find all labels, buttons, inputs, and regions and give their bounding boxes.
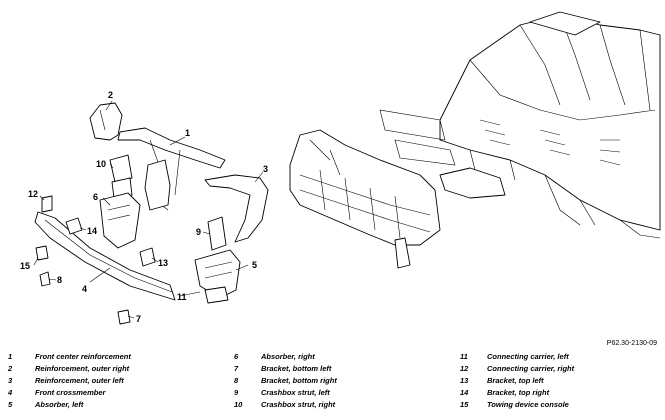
part-8-bracket-bottom-right [39, 271, 51, 287]
callout-11: 11 [177, 292, 187, 302]
legend-text: Towing device console [487, 400, 569, 409]
part-3-reinforcement-outer-left [204, 174, 269, 243]
legend-num: 5 [8, 400, 13, 409]
callout-labels: 1 2 3 4 5 6 7 8 9 10 11 12 13 14 15 [20, 90, 268, 324]
legend-text: Bracket, top left [487, 376, 544, 385]
legend-text: Bracket, bottom right [261, 376, 337, 385]
part-6-absorber-right-center [144, 159, 171, 211]
legend-text: Reinforcement, outer left [35, 376, 124, 385]
callout-14: 14 [87, 226, 97, 236]
front-crossmember-assembly [289, 129, 441, 269]
legend-text: Front crossmember [35, 388, 106, 397]
legend-num: 12 [460, 364, 469, 373]
legend-num: 7 [234, 364, 239, 373]
legend-num: 2 [8, 364, 13, 373]
legend: 1 Front center reinforcement 2 Reinforce… [8, 352, 658, 416]
legend-text: Absorber, right [261, 352, 315, 361]
callout-13: 13 [158, 258, 168, 268]
exploded-parts-diagram: 1 2 3 4 5 6 7 8 9 10 11 12 13 14 15 [20, 11, 661, 325]
callout-8: 8 [57, 275, 62, 285]
callout-7: 7 [136, 314, 141, 324]
legend-text: Connecting carrier, left [487, 352, 569, 361]
callout-10: 10 [96, 159, 106, 169]
figure-code: P62.30-2130-09 [606, 340, 657, 347]
legend-num: 4 [8, 388, 13, 397]
car-body-shell [379, 11, 661, 239]
callout-5: 5 [252, 260, 257, 270]
legend-num: 10 [234, 400, 243, 409]
callout-2: 2 [108, 90, 113, 100]
part-15-towing-device-console [35, 245, 49, 261]
callout-1: 1 [185, 128, 190, 138]
legend-text: Bracket, top right [487, 388, 550, 397]
legend-num: 8 [234, 376, 239, 385]
callout-6: 6 [93, 192, 98, 202]
callout-9: 9 [196, 227, 201, 237]
legend-text: Crashbox strut, left [261, 388, 330, 397]
part-14-bracket-top-right [65, 217, 83, 235]
callout-3: 3 [263, 164, 268, 174]
legend-num: 3 [8, 376, 13, 385]
callout-15: 15 [20, 261, 30, 271]
legend-num: 14 [460, 388, 469, 397]
part-6-absorber-right [99, 192, 141, 249]
legend-text: Connecting carrier, right [487, 364, 575, 373]
legend-num: 13 [460, 376, 469, 385]
legend-num: 15 [460, 400, 469, 409]
legend-num: 9 [234, 388, 239, 397]
callout-4: 4 [82, 284, 87, 294]
part-10-crashbox-strut-right [109, 154, 133, 199]
callout-12: 12 [28, 189, 38, 199]
legend-text: Bracket, bottom left [261, 364, 332, 373]
part-11-connecting-carrier-left [204, 286, 229, 304]
part-2-reinforcement-outer-right [89, 102, 123, 141]
part-9-crashbox-strut-left [207, 216, 227, 251]
legend-num: 1 [8, 352, 13, 361]
legend-text: Reinforcement, outer right [35, 364, 130, 373]
callout-leader-lines [33, 100, 264, 319]
part-1-front-center-reinforcement [117, 127, 226, 211]
legend-num: 6 [234, 352, 239, 361]
legend-text: Absorber, left [35, 400, 84, 409]
part-5-absorber-left [194, 249, 241, 299]
legend-num: 11 [460, 352, 468, 361]
part-12-connecting-carrier-right [41, 195, 53, 213]
legend-text: Crashbox strut, right [261, 400, 336, 409]
legend-text: Front center reinforcement [35, 352, 131, 361]
part-7-bracket-bottom-left [117, 309, 131, 325]
part-13-bracket-top-left [139, 247, 156, 267]
